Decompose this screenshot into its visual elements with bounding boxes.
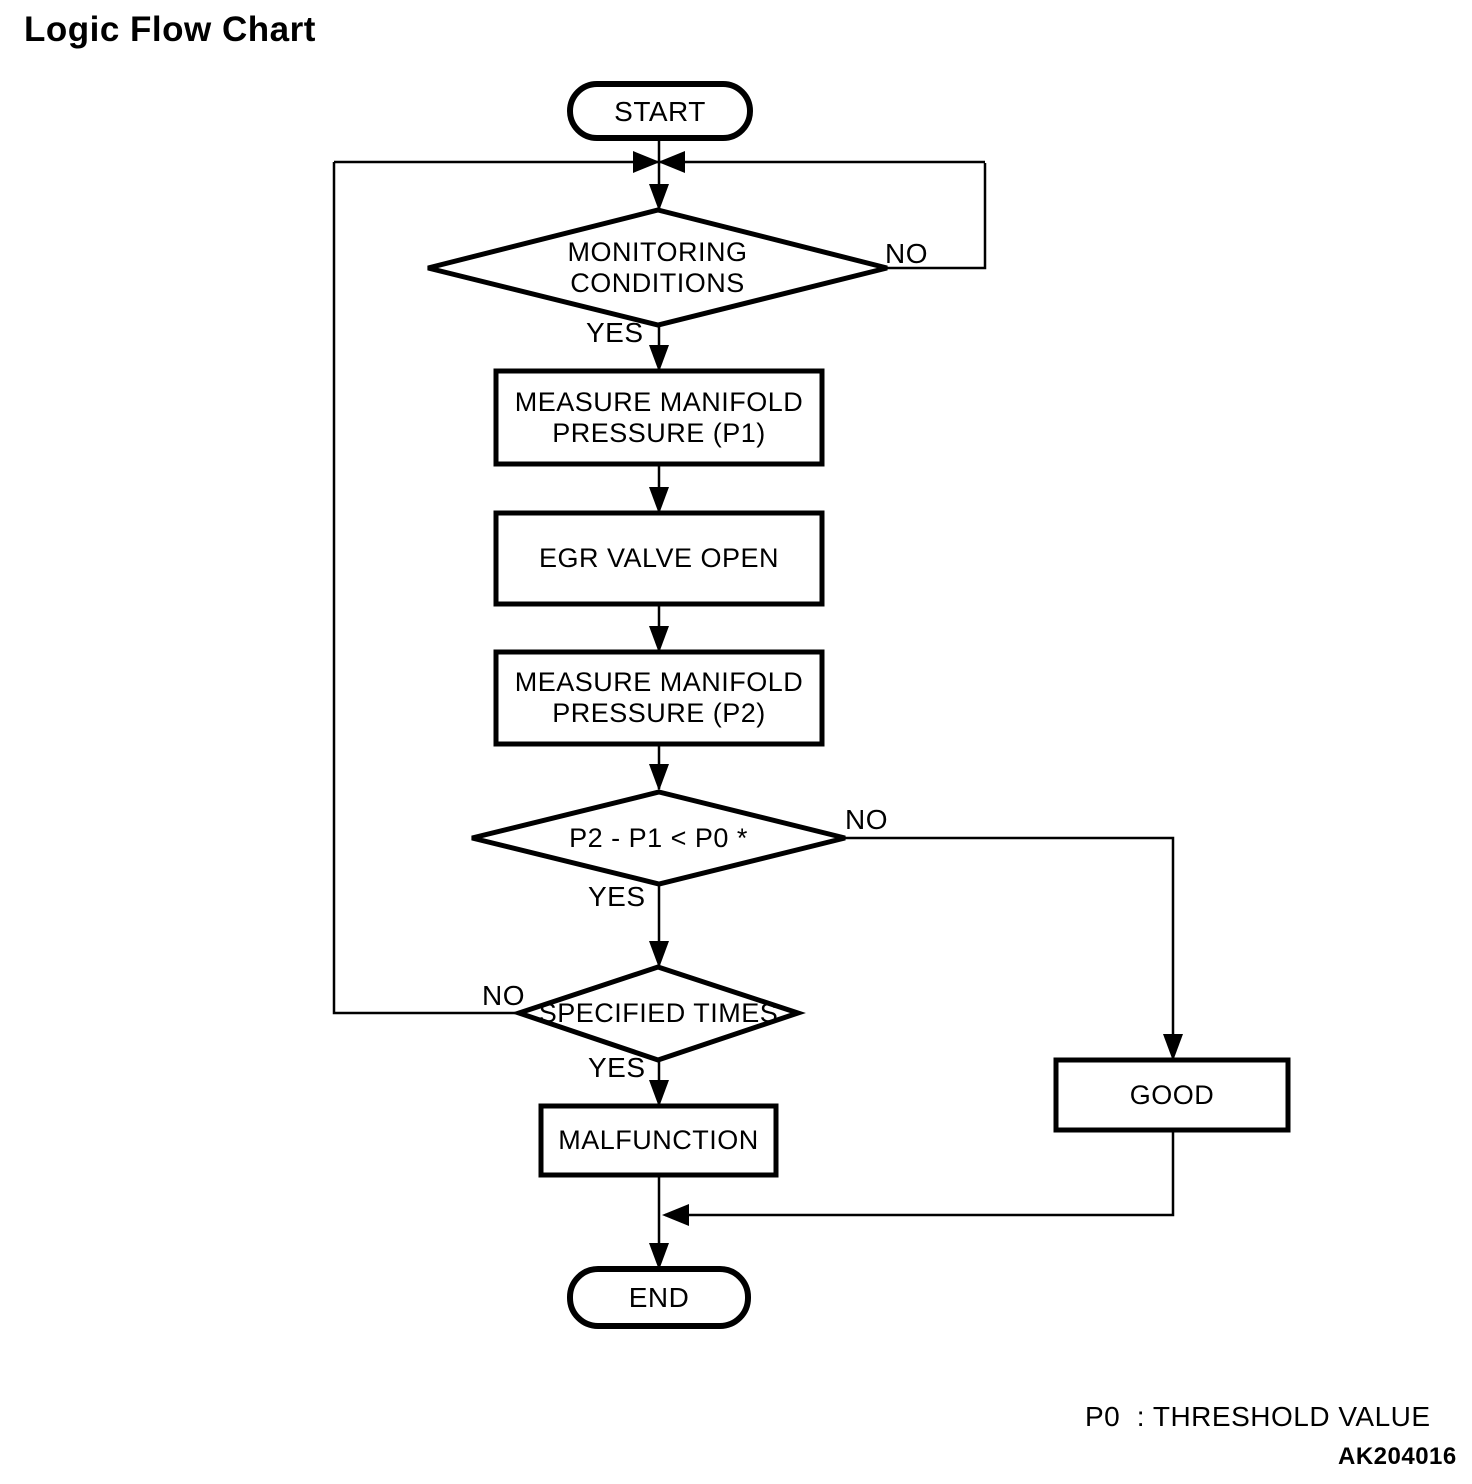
edge-compare-no-to-good <box>845 836 1175 1058</box>
good-box <box>1053 1057 1291 1133</box>
label-line: MEASURE MANIFOLD <box>514 386 804 417</box>
monitoring-conditions-label: MONITORING CONDITIONS <box>428 210 887 325</box>
label-line: PRESSURE (P2) <box>552 698 766 728</box>
measure-p2-label: MEASURE MANIFOLD PRESSURE (P2) <box>496 652 822 744</box>
pressure-compare-diamond <box>471 789 846 887</box>
compare-no-label: NO <box>845 804 888 835</box>
arrowhead-into-specified-times <box>649 941 669 968</box>
arrowhead-junction-right <box>633 151 660 173</box>
label-line: MEASURE MANIFOLD <box>514 667 804 697</box>
arrowhead-into-malfunction <box>649 1080 669 1107</box>
arrowhead-into-monitoring <box>649 184 669 211</box>
malfunction-label: MALFUNCTION <box>558 1125 759 1155</box>
compare-yes-label: YES <box>588 881 646 912</box>
arrowhead-into-measure-p1 <box>649 345 669 372</box>
label-line: PRESSURE (P1) <box>552 417 766 448</box>
arrowhead-into-measure-p2 <box>649 626 669 653</box>
arrowhead-into-good <box>1163 1034 1183 1061</box>
measure-p1-box <box>493 368 825 467</box>
monitoring-conditions-diamond <box>427 207 888 328</box>
edge-monitoring-no-loop <box>887 163 987 270</box>
monitoring-yes-label: YES <box>586 317 644 348</box>
edge-specified-times-no-loop <box>332 162 519 1015</box>
measure-p2-box <box>493 649 825 747</box>
malfunction-box <box>538 1103 779 1178</box>
specified-times-no-label: NO <box>482 980 525 1011</box>
end-terminator-shape <box>567 1266 751 1329</box>
end-label: END <box>628 1282 690 1313</box>
measure-p1-label: MEASURE MANIFOLD PRESSURE (P1) <box>496 371 822 464</box>
arrowhead-into-egr <box>649 487 669 514</box>
start-terminator-shape <box>567 81 753 141</box>
specified-times-yes-label: YES <box>588 1052 646 1083</box>
specified-times-label: SPECIFIED TIMES <box>538 998 779 1028</box>
page-title: Logic Flow Chart <box>24 10 316 49</box>
label-line: MONITORING <box>567 236 748 267</box>
egr-valve-open-label: EGR VALVE OPEN <box>538 543 780 573</box>
threshold-legend: P0 : THRESHOLD VALUE <box>1085 1401 1431 1432</box>
figure-code: AK204016 <box>1338 1443 1457 1470</box>
start-label: START <box>614 95 706 127</box>
arrowhead-merge-left <box>662 1204 689 1226</box>
arrowhead-into-compare <box>649 764 669 791</box>
pressure-compare-label: P2 - P1 < P0 * <box>569 822 748 853</box>
arrowhead-junction-left <box>658 151 685 173</box>
label-line: CONDITIONS <box>570 267 745 298</box>
arrowhead-into-end <box>649 1243 669 1270</box>
monitoring-no-label: NO <box>885 238 928 269</box>
specified-times-diamond <box>511 964 806 1063</box>
egr-valve-open-box <box>493 510 825 607</box>
good-label: GOOD <box>1129 1079 1215 1110</box>
edge-good-to-merge <box>665 1130 1175 1217</box>
